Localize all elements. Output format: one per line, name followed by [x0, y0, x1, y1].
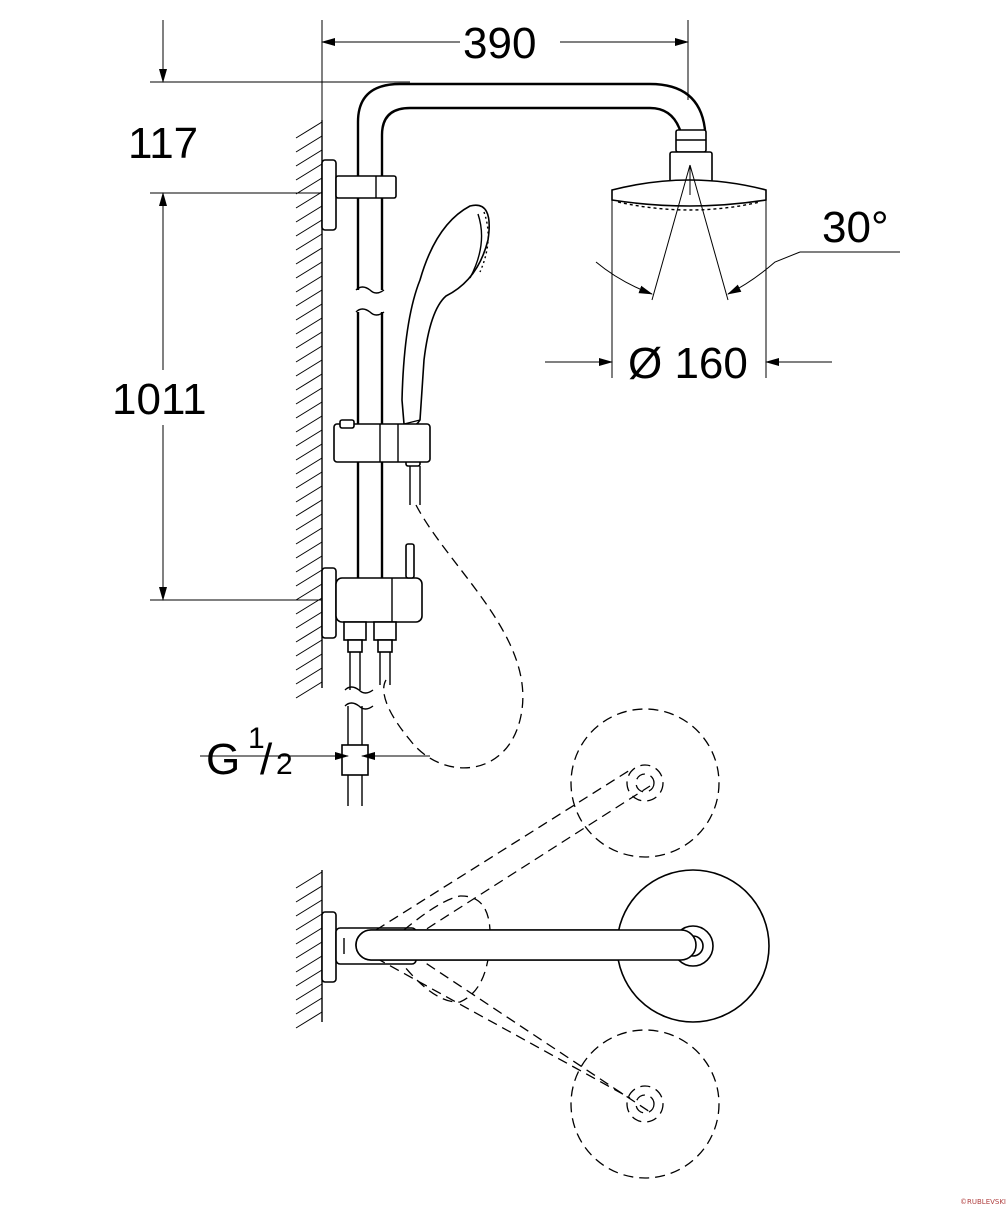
spray-angle-label: 30°: [822, 203, 889, 252]
wall-hatch-line: [295, 289, 323, 307]
height-1011-label: 1011: [112, 375, 207, 424]
wall-hatch-line: [295, 415, 323, 433]
wall-hatch-line: [295, 317, 323, 335]
shower-arm: [356, 82, 707, 160]
wall-hatch-line: [295, 1011, 323, 1029]
wall-hatch-line: [295, 135, 323, 153]
shower-hose: [383, 504, 524, 769]
wall-hatch-line: [295, 191, 323, 209]
dimension-height-1011: 1011: [112, 192, 330, 601]
wall-hatch-line: [295, 541, 323, 559]
wall-hatch-line: [295, 331, 323, 349]
dimension-connection-thread: G 1 / 2: [200, 722, 430, 784]
wall-hatch-line: [295, 401, 323, 419]
connection-denominator: 2: [276, 748, 293, 781]
wall-hatch-line: [295, 899, 323, 917]
wall-hatch-line: [295, 969, 323, 987]
wall-hatch-line: [295, 499, 323, 517]
wall-hatch-line: [295, 177, 323, 195]
wall-hatch-line: [295, 359, 323, 377]
wall-hatch-line: [295, 597, 323, 615]
dimension-head-diameter: Ø 160: [545, 339, 832, 388]
dimension-spray-angle: 30°: [595, 203, 900, 295]
wall-hatch-line: [295, 205, 323, 223]
width-390-label: 390: [463, 19, 536, 68]
wall-hatch-line: [295, 219, 323, 237]
connection-letter: G: [206, 735, 240, 784]
connection-slash: /: [260, 735, 273, 784]
riser-rail: [355, 160, 385, 578]
height-117-label: 117: [128, 119, 198, 168]
wall-hatch-line: [295, 387, 323, 405]
wall-hatch-line: [295, 871, 323, 889]
wall-hatch-line: [295, 941, 323, 959]
overhead-shower: [611, 129, 767, 378]
top-view-overhead-shower: [355, 869, 770, 1023]
wall-hatch-line: [295, 583, 323, 601]
wall-hatch-line: [295, 625, 323, 643]
wall-hatch-line: [295, 681, 323, 699]
wall-hatch-line: [295, 457, 323, 475]
wall-hatch-line: [295, 429, 323, 447]
head-diameter-label: Ø 160: [628, 339, 748, 388]
wall-hatch-line: [295, 927, 323, 945]
upper-wall-bracket: [321, 159, 397, 231]
wall-hatch-line: [295, 569, 323, 587]
top-view-hand-shower-swivel: [375, 769, 651, 1113]
wall-hatch-line: [295, 555, 323, 573]
wall-hatch-line: [295, 997, 323, 1015]
top-view-swivel-position-lower: [570, 1029, 720, 1179]
wall-hatch-line: [295, 471, 323, 489]
wall-hatch-line: [295, 373, 323, 391]
wall-hatch-line: [295, 611, 323, 629]
wall-hatch-line: [295, 667, 323, 685]
wall-hatch-line: [295, 527, 323, 545]
connection-numerator: 1: [248, 722, 265, 755]
wall-hatch-line: [295, 261, 323, 279]
top-view-swivel-position-upper: [570, 708, 720, 858]
dimension-width-390: 390: [321, 19, 689, 120]
wall-hatch-line: [295, 303, 323, 321]
watermark: ©RUBLEVSKIY: [960, 1198, 1006, 1206]
dimension-height-117: 117: [128, 20, 410, 168]
wall-hatch-line: [295, 885, 323, 903]
wall-hatch-line: [295, 485, 323, 503]
wall-hatch-line: [295, 247, 323, 265]
wall-hatch-line: [295, 983, 323, 1001]
wall-hatch-line: [295, 653, 323, 671]
wall-hatch-line: [295, 913, 323, 931]
wall-hatch-line: [295, 275, 323, 293]
wall-hatch-line: [295, 955, 323, 973]
lower-wall-bracket-diverter: [321, 543, 423, 806]
wall-side-view: [295, 120, 323, 699]
wall-top-view: [295, 870, 323, 1029]
wall-hatch-line: [295, 345, 323, 363]
wall-hatch-line: [295, 121, 323, 139]
wall-hatch-line: [295, 639, 323, 657]
wall-hatch-line: [295, 163, 323, 181]
wall-hatch-line: [295, 233, 323, 251]
slider-holder: [333, 419, 431, 463]
wall-hatch-line: [295, 443, 323, 461]
wall-hatch-line: [295, 149, 323, 167]
wall-hatch-line: [295, 513, 323, 531]
